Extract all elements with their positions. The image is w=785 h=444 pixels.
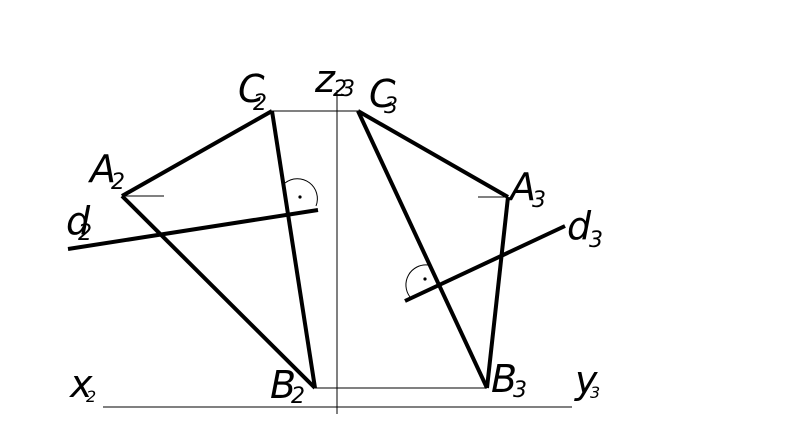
label-z-sub: 2: [333, 77, 347, 102]
edge-a2-b2: [120, 194, 317, 390]
edge-a2-c2: [121, 109, 273, 198]
right-angle-mark-right: [405, 264, 429, 298]
edge-c3-a3: [357, 109, 509, 199]
line-d3: [404, 224, 566, 303]
right-angle-mark-left: [284, 178, 318, 207]
label-c3: C: [369, 72, 396, 116]
label-z: z: [314, 57, 336, 101]
right-angle-dot-left: [298, 195, 302, 199]
edge-a3-b3: [485, 196, 510, 389]
label-d2: d: [66, 199, 91, 243]
edge-c2-b2: [270, 110, 317, 389]
label-d2-sub: 2: [78, 221, 92, 246]
label-x-sub: 2: [86, 387, 96, 406]
label-c2: C: [238, 67, 265, 111]
line-d2: [67, 208, 319, 251]
label-a3-sub: 3: [532, 188, 546, 213]
label-b3: B: [491, 357, 517, 401]
label-a3: A: [507, 165, 536, 209]
label-a2: A: [87, 147, 116, 191]
label-x: x: [69, 362, 93, 406]
label-b2-sub: 2: [291, 384, 305, 409]
label-b3-sub: 3: [513, 378, 527, 403]
label-d3: d: [567, 204, 592, 248]
label-c3-sub: 3: [384, 94, 398, 119]
label-z-sub2: 3: [341, 77, 355, 102]
label-b2: B: [270, 363, 296, 407]
edge-c3-b3: [356, 110, 489, 389]
right-angle-dot-right: [423, 277, 427, 281]
label-y: y: [574, 358, 598, 402]
label-a2-sub: 2: [111, 170, 125, 195]
label-c2-sub: 2: [253, 91, 267, 116]
label-d3-sub: 3: [589, 228, 603, 253]
label-y-sub: 3: [590, 383, 600, 402]
